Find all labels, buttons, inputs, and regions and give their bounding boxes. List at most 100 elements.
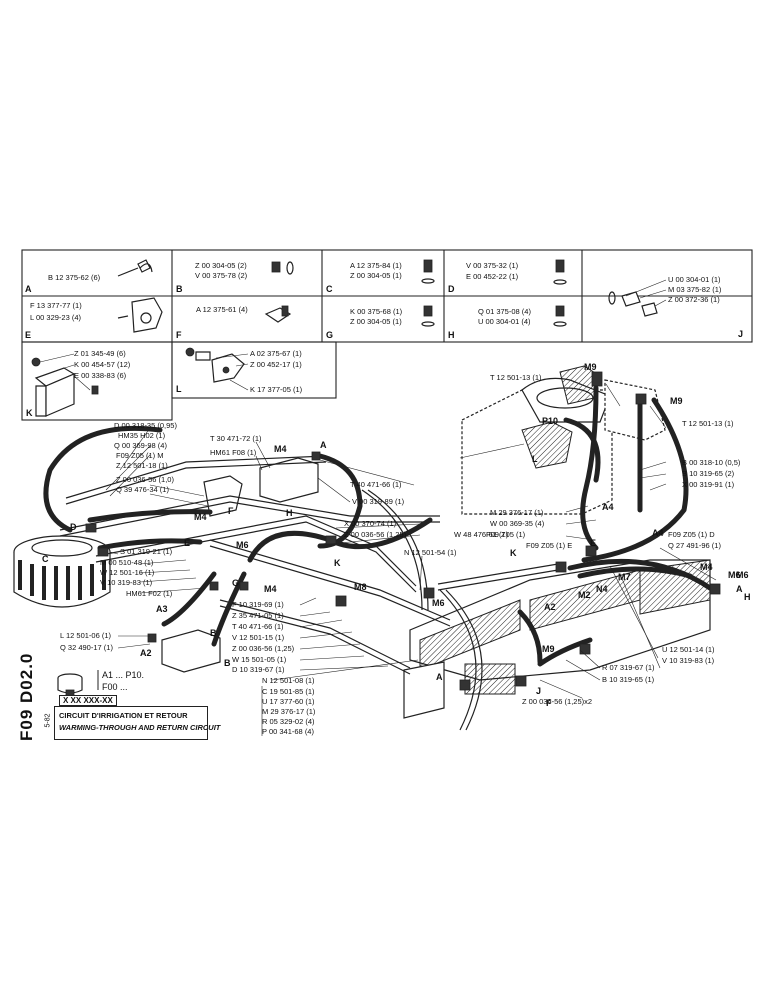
callout-w-48-476-61: W 48 476-61 (1) [454, 530, 509, 539]
tag-m6-center: M6 [432, 598, 445, 608]
callouts-right: T 12 501-13 (1) T 12 501-13 (1) B 00 318… [454, 373, 741, 706]
callout-n-12-501-54: N 12 501-54 (1) [404, 548, 457, 557]
box-b-part-1: Z 00 304-05 (2) [195, 261, 247, 270]
callout-t-40-471-66-a: T 40 471-66 (1) [350, 480, 402, 489]
box-letter-a: A [25, 284, 32, 294]
callout-hm61-f08: HM61 F08 (1) [210, 448, 257, 457]
box-letter-d: D [448, 284, 455, 294]
callouts-left: D 00 318-35 (0,95) HM35 H02 (1) Q 00 369… [60, 421, 177, 652]
callout-z-00-036-56-b: Z 00 036-56 (1,25) [232, 644, 295, 653]
machine-structure [13, 365, 711, 719]
drawing-number: F09 D02.0 [17, 652, 36, 741]
tag-h-right: H [744, 592, 751, 602]
callout-hm35-h02: HM35 H02 (1) [118, 431, 166, 440]
callout-v-00-319-89: V 00 319-89 (1) [352, 497, 405, 506]
box-letter-g: G [326, 330, 333, 340]
callout-u-12-501-14: U 12 501-14 (1) [662, 645, 715, 654]
tag-f-left: F [228, 506, 234, 516]
title-french: CIRCUIT D'IRRIGATION ET RETOUR [59, 711, 188, 720]
callout-f-10-319-69: F 10 319-69 (1) [232, 600, 284, 609]
box-letter-c: C [326, 284, 333, 294]
tag-a4-upper: A4 [602, 502, 614, 512]
tag-k-right: K [510, 548, 517, 558]
box-letter-k: K [26, 408, 33, 418]
box-letter-h: H [448, 330, 455, 340]
box-d-part-1: V 00 375-32 (1) [466, 261, 519, 270]
title-part-code: X XX XXX-XX [59, 695, 117, 706]
callout-m-29-376-17-a: M 29 376-17 (1) [490, 508, 544, 517]
tag-b-box: B [210, 628, 217, 638]
tag-m2: M2 [578, 590, 591, 600]
box-j-part-2: M 03 375-82 (1) [668, 285, 722, 294]
callout-p-00-341-68: P 00 341-68 (4) [262, 727, 314, 736]
box-b-part-2: V 00 375-78 (2) [195, 271, 248, 280]
box-letter-b: B [176, 284, 183, 294]
callout-r-07-319-67: R 07 319-67 (1) [602, 663, 655, 672]
tag-p10: P10 [542, 416, 558, 426]
tag-e-left: E [184, 538, 190, 548]
tag-a2-right: A2 [544, 602, 556, 612]
callout-b-10-319-65-b: B 10 319-65 (1) [602, 675, 655, 684]
callout-t-12-501-13-a: T 12 501-13 (1) [490, 373, 542, 382]
callout-x-00-370-74: X 00 370-74 (1) [344, 519, 397, 528]
drawing-number-block: F09 D02.0 [10, 653, 44, 741]
callout-n-12-501-08: N 12 501-08 (1) [262, 676, 315, 685]
tag-f-right: F [546, 698, 552, 708]
callout-r-05-329-02: R 05 329-02 (4) [262, 717, 315, 726]
box-e-part-2: L 00 329-23 (4) [30, 313, 82, 322]
callout-f09-z05-center: F09 Z05 (1) [486, 530, 526, 539]
callout-z-00-036-56-x2: Z 00 036-56 (1,25)x2 [522, 697, 592, 706]
box-h-part-2: U 00 304-01 (4) [478, 317, 531, 326]
box-d-part-2: E 00 452-22 (1) [466, 272, 519, 281]
callouts-center: T 30 471-72 (1) HM61 F08 (1) T 40 471-66… [210, 434, 526, 674]
callout-z-00-036-56: Z 00 036-56 (1,0) [116, 475, 174, 484]
hose-network [43, 371, 721, 731]
callout-z-12-501-18: Z 12 501-18 (1) [116, 461, 168, 470]
tag-m4-top: M4 [274, 444, 287, 454]
callout-w-12-501-16: W 12 501-16 (1) [100, 568, 155, 577]
tag-m4-right: M4 [700, 562, 713, 572]
detail-grid: A B 12 375-62 (6) B Z 00 304-05 (2) V 00… [21, 249, 753, 421]
callout-x-00-319-91: X 00 319-91 (1) [682, 480, 735, 489]
callout-v-10-319-83: V 10 319-83 (1) [100, 578, 153, 587]
callout-z-00-036-56-a: Z 00 036-56 (1,25) [344, 530, 407, 539]
callout-hm61-f02: HM61 F02 (1) [126, 589, 173, 598]
tag-j: J [536, 686, 541, 696]
box-k-part-1: Z 01 345-49 (6) [74, 349, 126, 358]
tag-m8: M8 [354, 582, 367, 592]
callout-m-00-510-48: M 00 510-48 (1) [100, 558, 154, 567]
tag-m9-right: M9 [670, 396, 683, 406]
callout-f09-z05-m: F09 Z05 (1) M [116, 451, 164, 460]
tag-m6-right: M6 [728, 570, 741, 580]
box-letter-l: L [176, 384, 182, 394]
callout-f09-z05-e: F09 Z05 (1) E [526, 541, 572, 550]
callout-t-40-471-66-b: T 40 471-66 (1) [232, 622, 284, 631]
tag-l: L [532, 454, 538, 464]
callout-m-29-376-17-b: M 29 376-17 (1) [262, 707, 316, 716]
box-h-part-1: Q 01 375-08 (4) [478, 307, 531, 316]
box-c-part-2: Z 00 304-05 (1) [350, 271, 402, 280]
box-letter-f: F [176, 330, 182, 340]
callout-w-15-501-05: W 15 501-05 (1) [232, 655, 287, 664]
legend: A1 ... P10. F00 ... [97, 670, 144, 692]
box-k-part-2: K 00 454-57 (12) [74, 360, 131, 369]
tag-a4-right: A4 [652, 528, 664, 538]
tag-h-top: H [286, 508, 293, 518]
callout-q-32-490-17: Q 32 490-17 (1) [60, 643, 113, 652]
tag-c: C [42, 554, 49, 564]
box-letter-j: J [738, 329, 743, 339]
box-g-part-1: K 00 375-68 (1) [350, 307, 403, 316]
tag-m6-far: M6 [736, 570, 749, 580]
box-f-part-1: A 12 375-61 (4) [196, 305, 248, 314]
tag-m4-center: M4 [264, 584, 277, 594]
box-l-part-3: K 17 377-05 (1) [250, 385, 303, 394]
tag-e-right: E [590, 538, 596, 548]
box-k-part-3: E 00 338-83 (6) [74, 371, 127, 380]
callout-q-27-491-96: Q 27 491-96 (1) [668, 541, 721, 550]
title-block: 5-82 X XX XXX-XX CIRCUIT D'IRRIGATION ET… [45, 695, 220, 740]
callouts-bottom: N 12 501-08 (1) C 19 501-85 (1) U 17 377… [262, 676, 316, 736]
tag-k-center: K [334, 558, 341, 568]
title-english: WARMING-THROUGH AND RETURN CIRCUIT [59, 723, 221, 732]
callout-q-00-369-98: Q 00 369-98 (4) [114, 441, 167, 450]
